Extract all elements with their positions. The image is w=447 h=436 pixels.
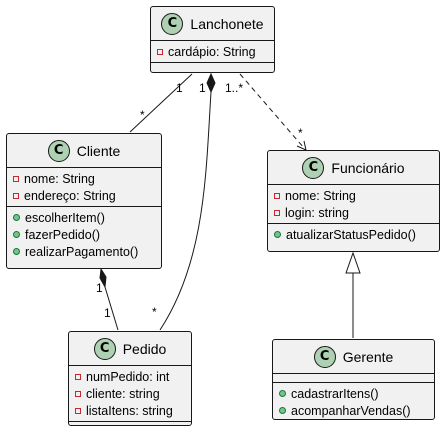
attributes-section: nome: String endereço: String — [7, 168, 161, 206]
method-text: escolherItem() — [25, 210, 105, 225]
method-row: atualizarStatusPedido() — [274, 226, 433, 243]
attribute-row: endereço: String — [13, 187, 155, 204]
class-name: Funcionário — [331, 159, 405, 176]
composition-diamond-cliente — [99, 267, 107, 289]
class-lanchonete[interactable]: C Lanchonete cardápio: String — [150, 6, 275, 73]
private-square-icon — [274, 209, 280, 216]
method-text: cadastrarItens() — [291, 386, 379, 401]
private-square-icon — [75, 390, 81, 397]
attribute-row: nome: String — [274, 187, 433, 204]
attribute-row: listaItens: string — [75, 402, 185, 419]
mult-lanchonete-funcionario-from: 1..* — [225, 81, 244, 95]
class-c-icon: C — [93, 337, 116, 360]
class-funcionario[interactable]: C Funcionário nome: String login: string… — [267, 150, 440, 252]
class-header: C Gerente — [273, 340, 434, 374]
method-text: fazerPedido() — [25, 227, 101, 242]
method-row: fazerPedido() — [13, 226, 155, 243]
mult-lanchonete-funcionario-to: * — [298, 126, 303, 140]
class-c-icon: C — [313, 345, 336, 368]
attributes-section — [273, 374, 434, 382]
attributes-section: numPedido: int cliente: string listaIten… — [69, 366, 191, 421]
attribute-text: login: string — [285, 205, 349, 220]
association-lanchonete-cliente — [129, 73, 193, 133]
attribute-text: nome: String — [285, 188, 356, 203]
attribute-row: login: string — [274, 204, 433, 221]
dependency-lanchonete-funcionario — [239, 73, 305, 149]
composition-cliente-pedido — [104, 286, 119, 331]
class-pedido[interactable]: C Pedido numPedido: int cliente: string … — [68, 331, 192, 426]
composition-diamond-lanchonete — [206, 72, 216, 94]
methods-section: escolherItem() fazerPedido() realizarPag… — [7, 206, 161, 262]
mult-lanchonete-cliente-to: * — [140, 108, 145, 122]
public-circle-icon — [274, 231, 281, 238]
private-square-icon — [274, 192, 280, 199]
mult-lanchonete-pedido-to: * — [152, 305, 157, 319]
mult-lanchonete-pedido-from: 1 — [199, 81, 206, 95]
attributes-section: nome: String login: string — [268, 185, 439, 223]
methods-section: cadastrarItens() acompanharVendas() — [273, 382, 434, 421]
method-row: acompanharVendas() — [279, 402, 428, 419]
class-header: C Pedido — [69, 332, 191, 366]
attribute-text: listaItens: string — [86, 403, 173, 418]
method-row: realizarPagamento() — [13, 243, 155, 260]
public-circle-icon — [13, 248, 20, 255]
methods-section — [69, 421, 191, 429]
private-square-icon — [75, 407, 81, 414]
class-name: Cliente — [76, 142, 121, 159]
methods-section: atualizarStatusPedido() — [268, 223, 439, 245]
attribute-row: numPedido: int — [75, 368, 185, 385]
class-name: Lanchonete — [190, 15, 264, 32]
method-text: atualizarStatusPedido() — [286, 227, 416, 242]
method-row: cadastrarItens() — [279, 385, 428, 402]
attribute-row: nome: String — [13, 170, 155, 187]
class-header: C Funcionário — [268, 151, 439, 185]
attribute-text: cardápio: String — [168, 44, 256, 59]
attribute-row: cardápio: String — [157, 43, 268, 60]
public-circle-icon — [13, 231, 20, 238]
class-c-icon: C — [161, 12, 184, 35]
public-circle-icon — [13, 214, 20, 221]
class-c-icon: C — [302, 156, 325, 179]
class-header: C Lanchonete — [151, 7, 274, 41]
public-circle-icon — [279, 407, 286, 414]
class-cliente[interactable]: C Cliente nome: String endereço: String … — [6, 133, 162, 269]
method-row: escolherItem() — [13, 209, 155, 226]
attributes-section: cardápio: String — [151, 41, 274, 62]
mult-lanchonete-cliente-from: 1 — [176, 81, 183, 95]
mult-cliente-pedido-from: 1 — [96, 281, 103, 295]
attribute-row: cliente: string — [75, 385, 185, 402]
class-header: C Cliente — [7, 134, 161, 168]
method-text: acompanharVendas() — [291, 403, 411, 418]
attribute-text: cliente: string — [86, 386, 160, 401]
public-circle-icon — [279, 390, 286, 397]
generalization-arrowhead — [345, 251, 361, 274]
class-name: Pedido — [122, 340, 167, 357]
mult-cliente-pedido-to: 1 — [104, 306, 111, 320]
private-square-icon — [13, 192, 19, 199]
methods-section — [151, 62, 274, 70]
private-square-icon — [75, 373, 81, 380]
class-gerente[interactable]: C Gerente cadastrarItens() acompanharVen… — [272, 339, 435, 420]
attribute-text: nome: String — [24, 171, 95, 186]
method-text: realizarPagamento() — [25, 244, 139, 259]
private-square-icon — [13, 175, 19, 182]
attribute-text: endereço: String — [24, 188, 116, 203]
composition-lanchonete-pedido — [159, 91, 212, 331]
class-c-icon: C — [47, 139, 70, 162]
private-square-icon — [157, 48, 163, 55]
class-name: Gerente — [342, 348, 394, 365]
attribute-text: numPedido: int — [86, 369, 170, 384]
